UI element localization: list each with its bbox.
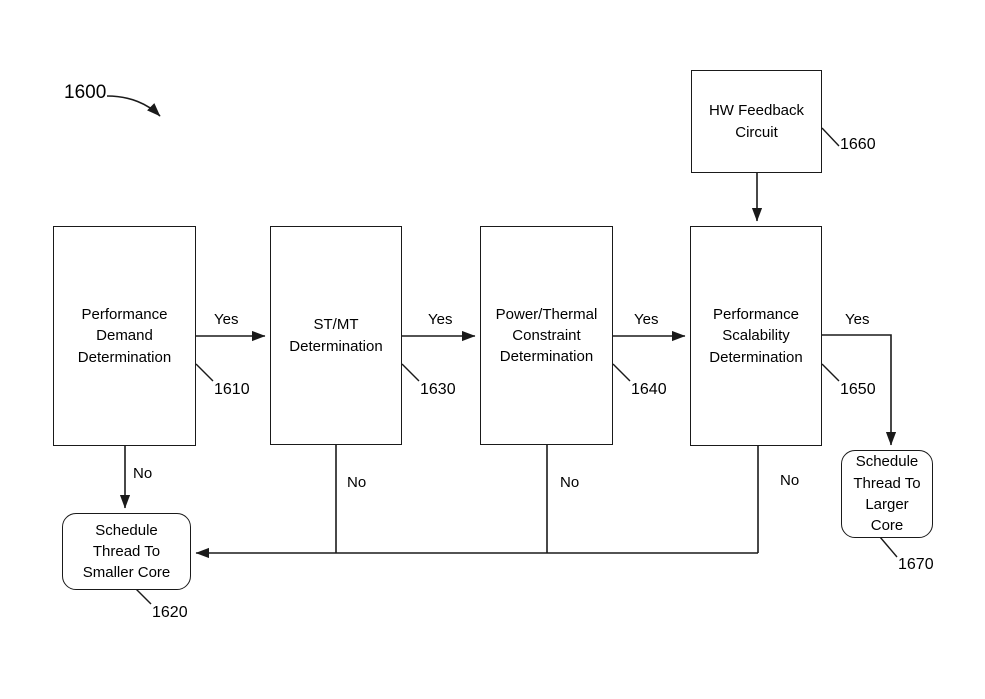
figure-id-label: 1600 — [64, 82, 107, 103]
node-schedule-thread-larger-core[interactable]: Schedule Thread To Larger Core — [841, 450, 933, 538]
leader-line-1640 — [612, 363, 631, 382]
ref-numeral-1670: 1670 — [898, 556, 934, 573]
leader-line-1660 — [821, 127, 840, 147]
node-label-st-mt: ST/MT Determination — [289, 316, 383, 355]
leader-line-1670 — [879, 536, 898, 558]
leader-line-1630 — [401, 363, 420, 382]
edge-label-no-4: No — [780, 472, 800, 489]
node-schedule-thread-smaller-core[interactable]: Schedule Thread To Smaller Core — [62, 513, 191, 590]
node-label-schedule-smaller-core: Schedule Thread To Smaller Core — [82, 521, 171, 582]
edge-label-no-1: No — [133, 465, 153, 482]
node-performance-demand-determination[interactable]: Performance Demand Determination — [53, 226, 196, 446]
node-power-thermal-constraint-determination[interactable]: Power/Thermal Constraint Determination — [480, 226, 613, 445]
edge-yes-scalability-to-larger-core — [822, 334, 897, 446]
leader-line-1650 — [821, 363, 840, 382]
edge-label-no-2: No — [347, 474, 367, 491]
node-label-performance-demand: Performance Demand Determination — [77, 306, 172, 366]
node-hw-feedback-circuit[interactable]: HW Feedback Circuit — [691, 70, 822, 173]
ref-numeral-1660: 1660 — [840, 136, 876, 153]
edge-label-yes-2: Yes — [428, 311, 453, 328]
edge-label-yes-1: Yes — [214, 311, 239, 328]
node-label-power-thermal: Power/Thermal Constraint Determination — [495, 305, 598, 366]
ref-numeral-1620: 1620 — [152, 604, 188, 621]
ref-numeral-1640: 1640 — [631, 381, 667, 398]
figure-id-leader-arrow — [106, 95, 161, 117]
edge-label-yes-4: Yes — [845, 311, 870, 328]
node-label-hw-feedback: HW Feedback Circuit — [708, 102, 805, 141]
ref-numeral-1650: 1650 — [840, 381, 876, 398]
ref-numeral-1610: 1610 — [214, 381, 250, 398]
ref-numeral-1630: 1630 — [420, 381, 456, 398]
edge-label-no-3: No — [560, 474, 580, 491]
leader-line-1610 — [195, 363, 214, 382]
edge-label-yes-3: Yes — [634, 311, 659, 328]
node-performance-scalability-determination[interactable]: Performance Scalability Determination — [690, 226, 822, 446]
node-st-mt-determination[interactable]: ST/MT Determination — [270, 226, 402, 445]
node-label-schedule-larger-core: Schedule Thread To Larger Core — [853, 453, 921, 535]
node-label-performance-scalability: Performance Scalability Determination — [709, 306, 803, 366]
